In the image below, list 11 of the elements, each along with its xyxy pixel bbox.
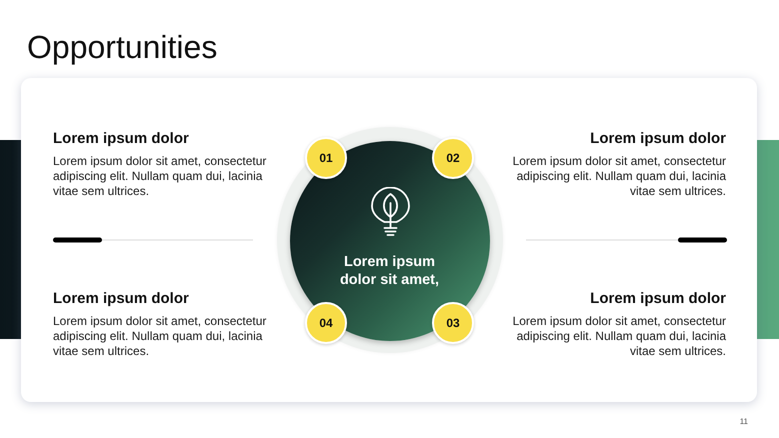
block-text: Lorem ipsum dolor sit amet, consectetur adipiscing elit. Nullam quam dui, lacinia vitae sem ultrices. <box>53 154 268 199</box>
block-heading: Lorem ipsum dolor <box>53 130 189 147</box>
block-text: Lorem ipsum dolor sit amet, consectetur adipiscing elit. Nullam quam dui, lacinia vitae sem ultrices. <box>53 314 268 359</box>
block-text: Lorem ipsum dolor sit amet, consectetur adipiscing elit. Nullam quam dui, lacinia vitae sem ultrices. <box>512 314 726 359</box>
block-heading: Lorem ipsum dolor <box>590 290 726 307</box>
block-text: Lorem ipsum dolor sit amet, consectetur adipiscing elit. Nullam quam dui, lacinia vitae sem ultrices. <box>512 154 726 199</box>
page-number: 11 <box>740 417 748 426</box>
block-heading: Lorem ipsum dolor <box>590 130 726 147</box>
block-heading: Lorem ipsum dolor <box>53 290 189 307</box>
slide-title: Opportunities <box>27 29 218 65</box>
circle-text: Lorem ipsum dolor sit amet, <box>338 253 440 289</box>
